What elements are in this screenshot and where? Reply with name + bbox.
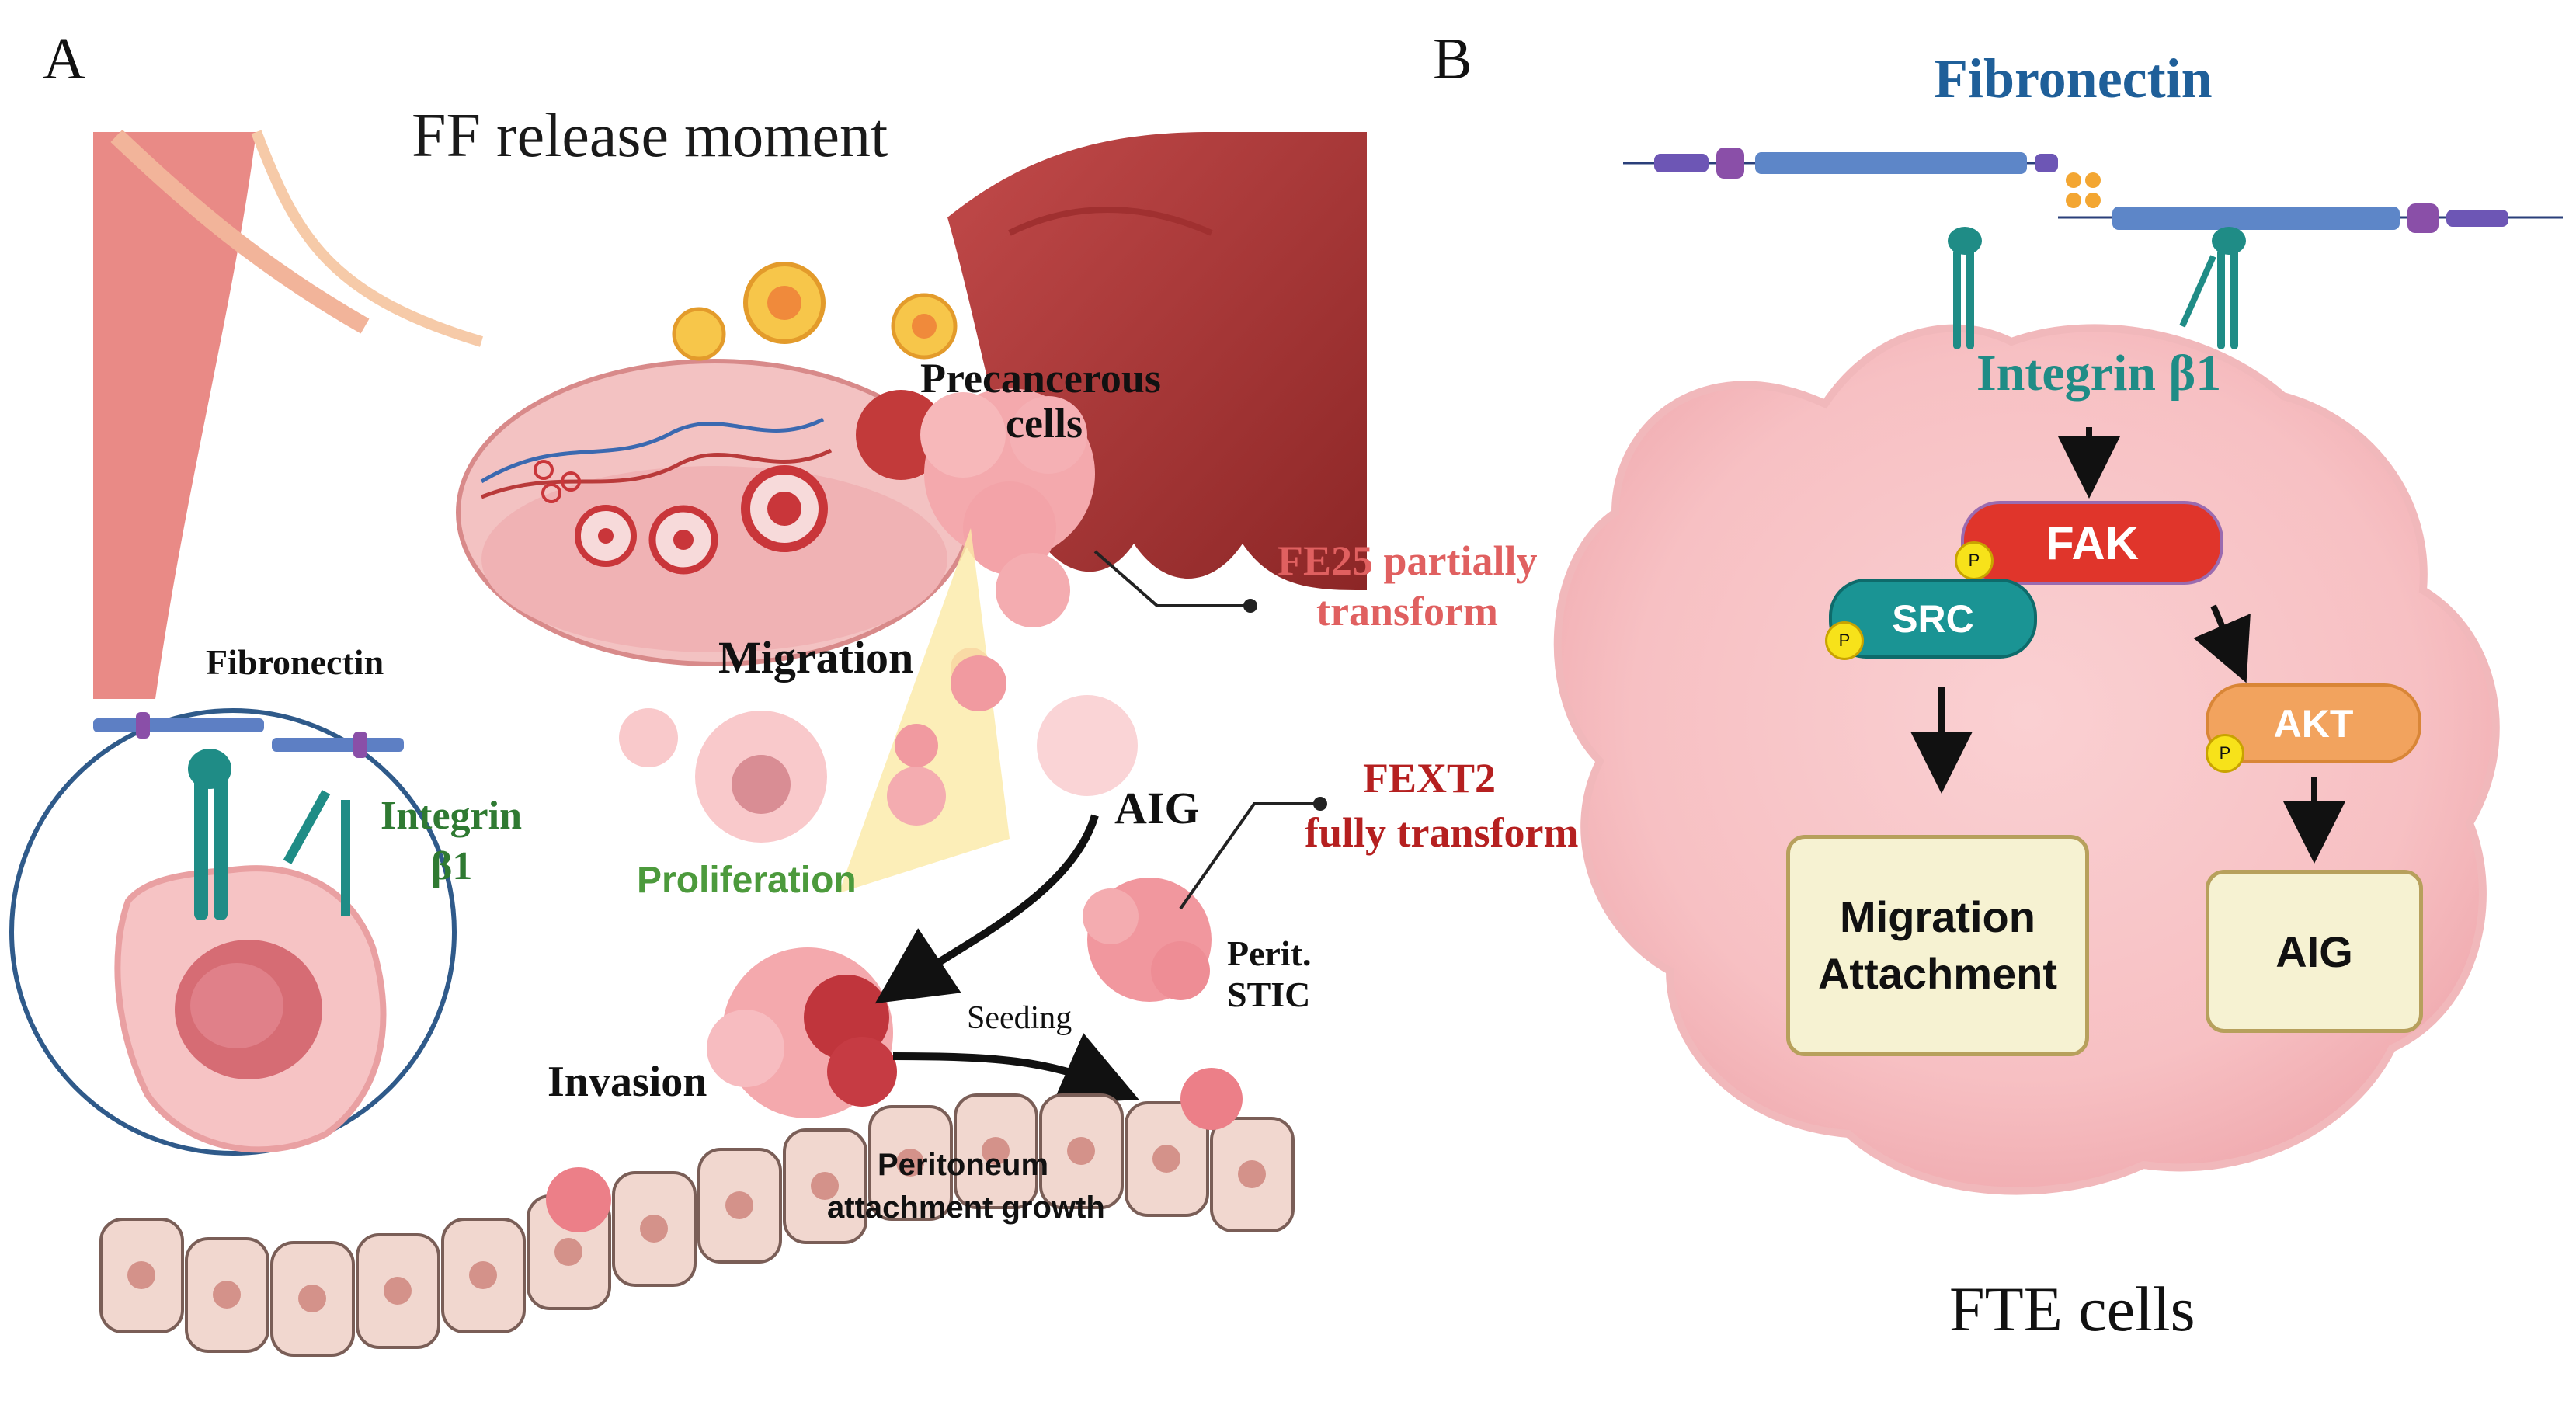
- fe25-pointer: [1093, 550, 1250, 607]
- akt-phospho-badge: P: [2206, 734, 2244, 773]
- perit-label-line1: Perit.: [1227, 933, 1312, 973]
- invasion-label: Invasion: [548, 1058, 707, 1106]
- inset-integrin-label-line1: Integrin: [381, 794, 522, 838]
- aig-label: AIG: [1114, 783, 1200, 833]
- inset-circle: [9, 708, 457, 1156]
- panel-b-integrin-label: Integrin β1: [1976, 345, 2222, 402]
- fext2-label-line1: FEXT2: [1363, 755, 1497, 801]
- proliferation-label: Proliferation: [637, 860, 857, 901]
- aig-to-invasion-arrow: [874, 814, 1099, 1004]
- invasion-cluster: [707, 947, 897, 1118]
- inset-cell: [114, 865, 387, 1153]
- precancerous-label-line2: cells: [1006, 400, 1083, 447]
- inset-fibronectin: [93, 712, 404, 758]
- ovary: [456, 262, 973, 666]
- inset-integrin: [188, 749, 350, 920]
- panel-b-fibronectin: [1623, 148, 2563, 233]
- peritoneum-nuclei: [127, 1137, 1266, 1312]
- migration-attachment-line1: Migration: [1840, 892, 2035, 941]
- seeding-arrow: [892, 1033, 1139, 1104]
- uterus-wall: [93, 130, 484, 699]
- seeding-label: Seeding: [967, 1000, 1072, 1036]
- src-node: SRC: [1829, 579, 2037, 659]
- migrating-cells: [619, 655, 1138, 843]
- inset-integrin-label-line2: β1: [431, 844, 473, 888]
- perit-label-line2: STIC: [1227, 975, 1311, 1014]
- inset-fibronectin-label: Fibronectin: [206, 642, 384, 682]
- panel-b-letter: B: [1433, 26, 1472, 92]
- migration-attachment-box: Migration Attachment: [1786, 835, 2089, 1056]
- fe25-label-line2: transform: [1316, 588, 1498, 634]
- src-phospho-badge: P: [1825, 621, 1864, 660]
- fak-node: FAK: [1961, 501, 2223, 585]
- precancerous-label-line1: Precancerous: [920, 355, 1161, 402]
- panel-a-letter: A: [43, 26, 85, 92]
- fak-phospho-badge: P: [1955, 541, 1994, 580]
- perit-stic-cluster: [1083, 878, 1212, 1002]
- peritoneum-label-line2: attachment growth: [827, 1191, 1105, 1225]
- migration-cone: [839, 528, 1010, 893]
- migration-label: Migration: [718, 632, 914, 683]
- fe25-label-line1: FE25 partially: [1278, 537, 1538, 584]
- pathway-arrows: [1910, 427, 2345, 864]
- migration-attachment-line2: Attachment: [1817, 948, 2058, 998]
- panel-a-title: FF release moment: [412, 102, 888, 170]
- precancerous-cluster: [920, 388, 1095, 688]
- fext2-pointer: [1179, 802, 1320, 910]
- fext2-label-line2: fully transform: [1305, 809, 1579, 856]
- panel-b-integrins: [1948, 227, 2246, 349]
- panel-b-fibronectin-label: Fibronectin: [1934, 47, 2213, 110]
- panel-b-caption: FTE cells: [1949, 1274, 2195, 1344]
- peritoneum-label-line1: Peritoneum: [878, 1148, 1049, 1182]
- aig-box: AIG: [2206, 870, 2423, 1033]
